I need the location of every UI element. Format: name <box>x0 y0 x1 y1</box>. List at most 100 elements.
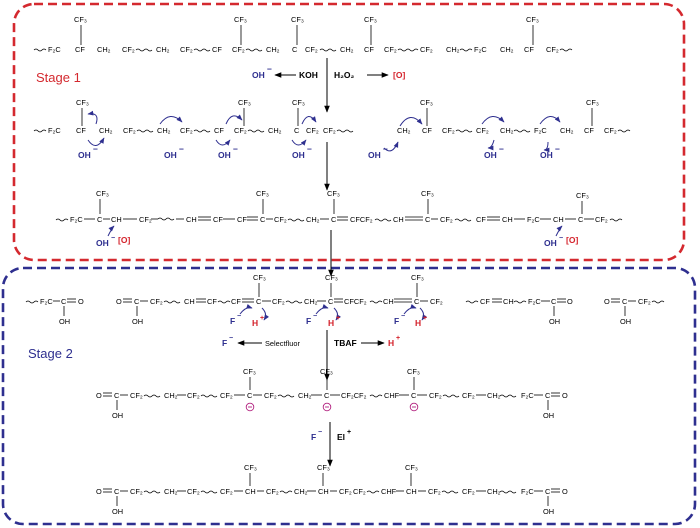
formula-fragment: CF₂ <box>234 126 247 135</box>
stage1-reagents: OH − KOH H₂O₂ [O] <box>252 58 405 113</box>
bond-or-arrow <box>455 129 473 133</box>
stage1-box <box>12 2 686 262</box>
formula-fragment: OH <box>78 150 91 160</box>
bond-or-arrow <box>200 394 218 398</box>
charge-sign: − <box>307 144 312 154</box>
bond-or-arrow <box>285 300 303 304</box>
formula-fragment: CH₂ <box>157 126 171 135</box>
formula-fragment: CF <box>76 126 86 135</box>
bond-or-arrow <box>499 394 517 398</box>
formula-fragment: CF <box>207 297 217 306</box>
bond-or-arrow <box>143 490 161 494</box>
formula-fragment: CF <box>212 45 222 54</box>
bond-or-arrow <box>136 129 154 133</box>
formula-fragment: CH₂ <box>500 45 514 54</box>
formula-fragment: C <box>256 297 262 306</box>
formula-fragment: H <box>388 338 394 348</box>
formula-fragment: [O] <box>566 235 578 245</box>
formula-fragment: CF₂ <box>323 126 336 135</box>
formula-fragment: OH <box>112 411 123 420</box>
formula-fragment: OH <box>368 150 381 160</box>
formula-fragment: KOH <box>299 70 318 80</box>
formula-fragment: CH₂ <box>164 391 178 400</box>
charge-sign: + <box>423 315 427 322</box>
bond-or-arrow <box>487 139 495 151</box>
formula-fragment: OH <box>292 150 305 160</box>
stage2-reagents: F − Selectfluor TBAF H + <box>222 330 400 381</box>
formula-fragment: CF₂ <box>150 297 163 306</box>
wavy-bond <box>319 48 337 52</box>
formula-fragment: CF₂ <box>638 297 651 306</box>
charge-sign: − <box>179 144 184 154</box>
formula-fragment: CHF <box>384 391 400 400</box>
bond-or-arrow <box>159 116 183 125</box>
formula-fragment: CH₂ <box>266 45 280 54</box>
formula-fragment: CH <box>406 487 417 496</box>
bond-or-arrow <box>454 218 472 222</box>
formula-fragment: CF₂ <box>187 391 200 400</box>
formula-fragment: CFCF₂ <box>344 297 367 306</box>
formula-fragment: CF₂ <box>429 391 442 400</box>
formula-fragment: CF₃ <box>234 15 247 24</box>
wavy-bond <box>135 48 153 52</box>
bond-or-arrow <box>513 300 527 304</box>
polymer-row-2: F₂C CF CH₂ CF₂ CH₂ CF₂ CF CF₂ CH₂ C CF₂ … <box>33 98 631 191</box>
charge-sign: + <box>336 315 340 322</box>
carbanion-charge <box>245 402 255 412</box>
formula-fragment: OH <box>484 150 497 160</box>
formula-fragment: CH <box>318 487 329 496</box>
wavy-bond <box>397 48 419 52</box>
wavy-bond <box>193 48 211 52</box>
formula-fragment: CF₂ <box>130 487 143 496</box>
formula-fragment: CF₃ <box>325 273 338 282</box>
charge-sign: − <box>229 335 233 342</box>
formula-fragment: C <box>578 215 584 224</box>
polymer-row-6: O C OH CF₂ CH₂ CF₂ CF₂ CH CF₂ CH₂ CH CF₂… <box>96 463 568 516</box>
formula-fragment: CF <box>584 126 594 135</box>
bond-or-arrow <box>369 394 383 398</box>
formula-fragment: C <box>61 297 67 306</box>
bond-or-arrow <box>301 116 317 125</box>
formula-fragment: O <box>604 297 610 306</box>
charge-sign: − <box>233 144 238 154</box>
bond-or-arrow <box>481 116 505 125</box>
charge-sign: − <box>237 313 241 320</box>
charge-sign: − <box>313 313 317 320</box>
formula-fragment: OH <box>132 317 143 326</box>
formula-fragment: OH <box>112 507 123 516</box>
formula-fragment: CF₃ <box>96 189 109 198</box>
bond-or-arrow <box>157 217 175 221</box>
formula-fragment: CF₂ <box>420 45 433 54</box>
formula-fragment: OH <box>96 238 109 248</box>
formula-fragment: CF₃ <box>405 463 418 472</box>
stage1-label: Stage 1 <box>36 70 81 85</box>
formula-fragment: CF₂ <box>220 391 233 400</box>
formula-fragment: CF <box>237 215 247 224</box>
formula-fragment: CF₃ <box>74 15 87 24</box>
bond-or-arrow <box>291 139 307 146</box>
formula-fragment: C <box>551 297 557 306</box>
polymer-row-3: F₂C C CH CF₂ CH CF CF C CF₂ CH₂ C CFCF₂ … <box>55 189 623 277</box>
bond-or-arrow <box>217 300 231 304</box>
wavy-bond <box>33 48 47 52</box>
charge-sign: − <box>401 313 405 320</box>
charge-sign: − <box>383 144 388 154</box>
formula-fragment: CF₂ <box>232 45 245 54</box>
charge-sign: − <box>93 144 98 154</box>
formula-fragment: C <box>328 297 334 306</box>
formula-fragment: H <box>415 318 421 328</box>
formula-fragment: CH <box>553 215 564 224</box>
formula-fragment: CF₃ <box>320 367 333 376</box>
formula-fragment: CF <box>75 45 85 54</box>
bond-or-arrow <box>239 304 253 315</box>
bond-or-arrow <box>374 218 392 222</box>
formula-fragment: OH <box>252 70 265 80</box>
formula-fragment: CF₃ <box>526 15 539 24</box>
formula-fragment: CF₂ <box>604 126 617 135</box>
charge-sign: + <box>347 429 351 436</box>
bond-or-arrow <box>225 114 243 125</box>
bond-or-arrow <box>215 139 231 146</box>
formula-fragment: CF₂ <box>220 487 233 496</box>
formula-fragment: C <box>425 215 431 224</box>
charge-sign: − <box>559 235 563 242</box>
